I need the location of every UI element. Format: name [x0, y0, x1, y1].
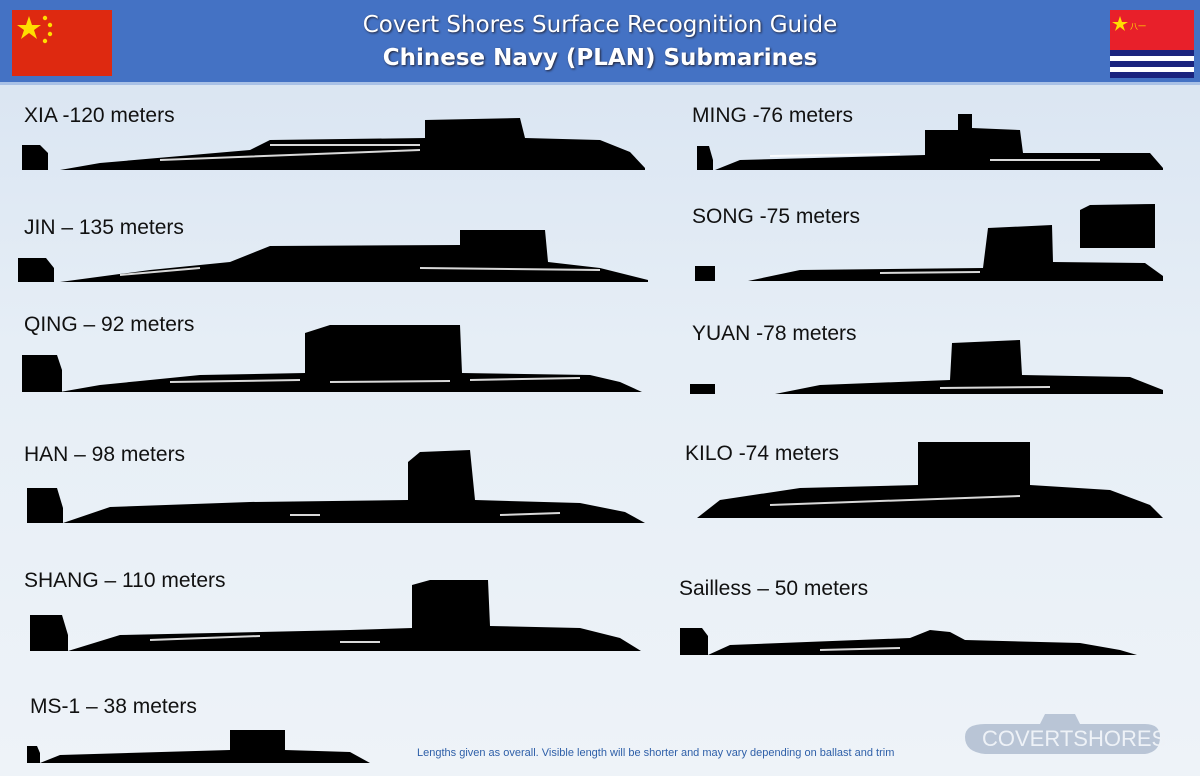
ms1-silhouette [27, 730, 370, 763]
sub-label-sailless: Sailless – 50 meters [679, 577, 869, 600]
svg-text:COVERTSHORES: COVERTSHORES [982, 726, 1166, 751]
svg-text:八一: 八一 [1130, 22, 1146, 31]
sub-label-song: SONG -75 meters [692, 205, 861, 228]
shang-silhouette [30, 580, 641, 651]
header-banner: Covert Shores Surface Recognition Guide … [0, 0, 1200, 85]
song-silhouette [695, 204, 1163, 281]
sub-label-kilo: KILO -74 meters [685, 442, 840, 465]
sub-label-shang: SHANG – 110 meters [24, 569, 226, 592]
yuan-silhouette [690, 340, 1163, 394]
sub-label-han: HAN – 98 meters [24, 443, 186, 466]
jin-silhouette [18, 230, 648, 282]
ming-silhouette [697, 114, 1163, 170]
kilo-silhouette [697, 442, 1163, 518]
han-silhouette [27, 450, 645, 523]
sub-label-yuan: YUAN -78 meters [692, 322, 857, 345]
sub-label-xia: XIA -120 meters [24, 104, 175, 127]
plan-naval-ensign-icon: 八一 [1110, 10, 1194, 78]
footnote: Lengths given as overall. Visible length… [417, 747, 895, 759]
sub-label-ming: MING -76 meters [692, 104, 854, 127]
qing-silhouette [22, 325, 642, 392]
sub-label-qing: QING – 92 meters [24, 313, 195, 336]
page-title: Covert Shores Surface Recognition Guide [362, 12, 838, 38]
sub-label-jin: JIN – 135 meters [24, 216, 184, 239]
page-subtitle: Chinese Navy (PLAN) Submarines [382, 45, 818, 71]
covertshores-logo: COVERTSHORES [960, 712, 1170, 762]
china-flag-icon [12, 10, 112, 76]
sailless-silhouette [680, 628, 1137, 655]
sub-label-ms1: MS-1 – 38 meters [30, 695, 197, 718]
